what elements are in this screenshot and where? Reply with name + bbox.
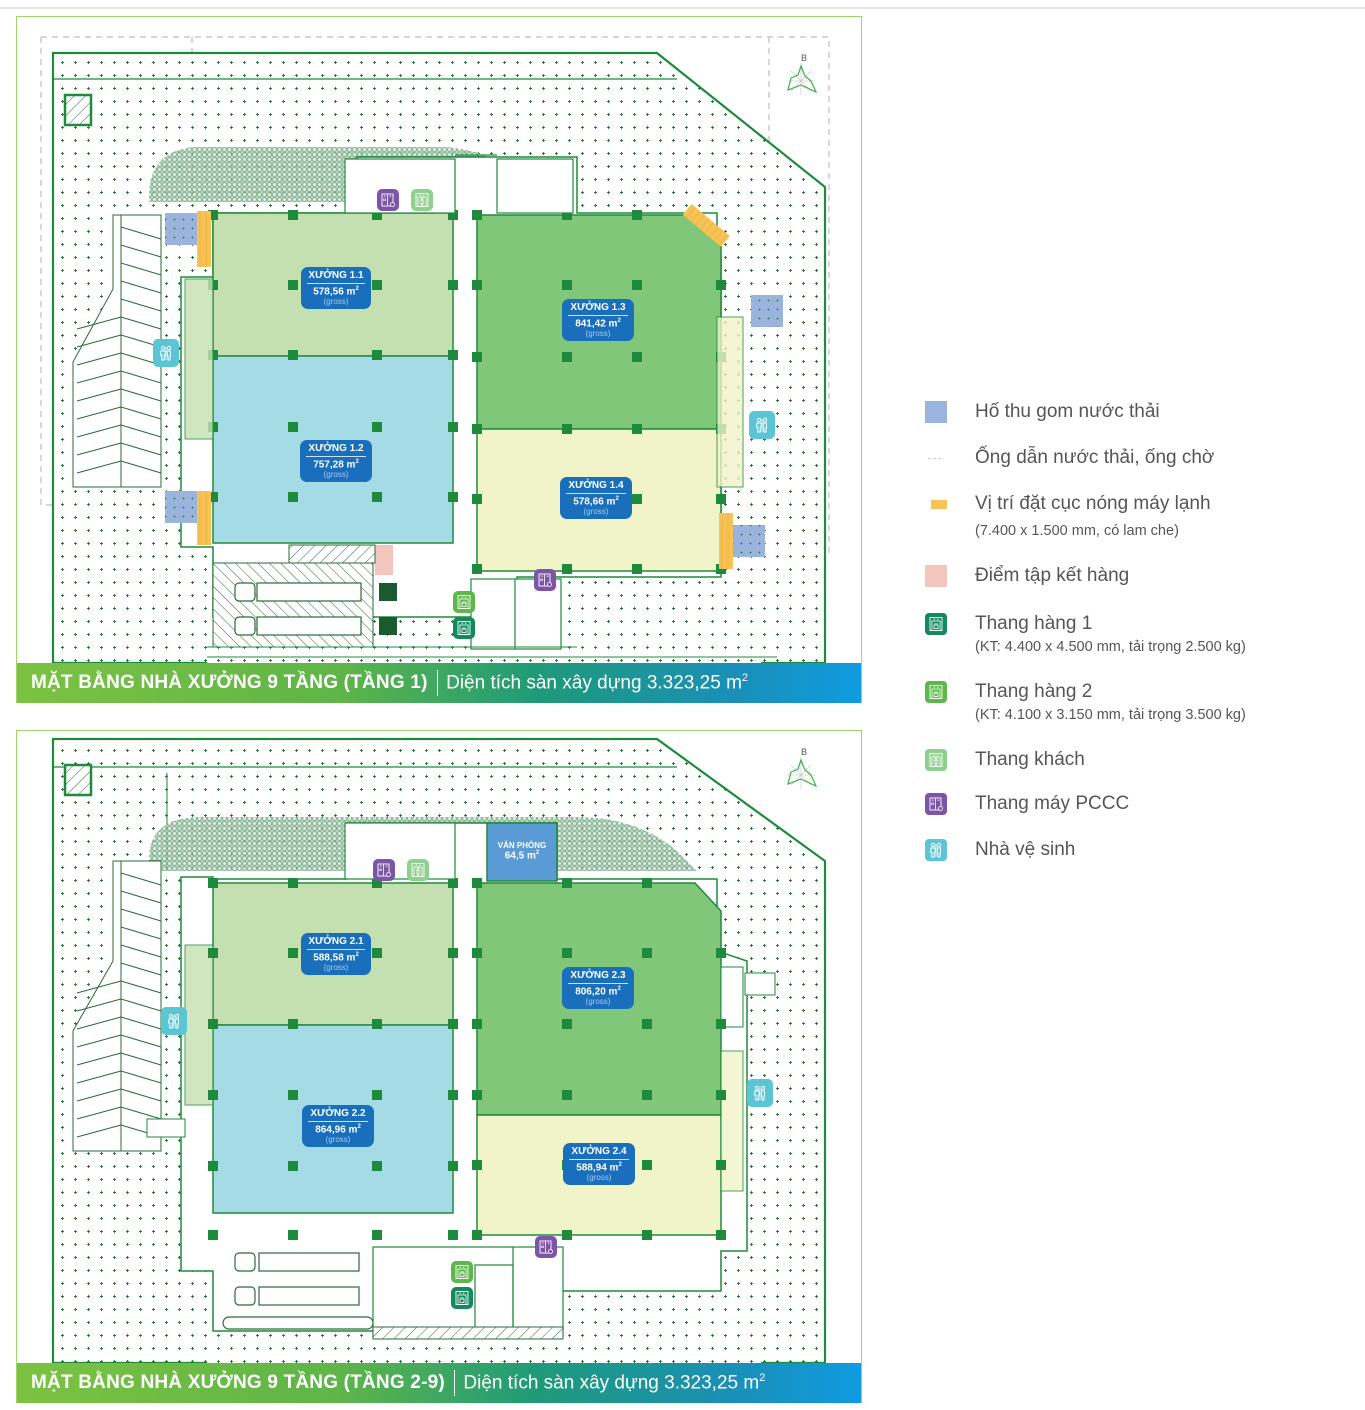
floor-plan-level-2-9: B VĂN PHÒNG 64,5 m2 XƯỞNG 2.1 588,58 m2 …	[16, 730, 862, 1403]
passenger-lift-icon	[925, 749, 947, 771]
zone-label-1-2: XƯỞNG 1.2 757,28 m2 (gross)	[300, 440, 372, 483]
parking-area-left	[72, 214, 162, 488]
ac-unit-swatch	[925, 493, 947, 515]
legend-item-ac-unit: Vị trí đặt cục nóng máy lạnh (7.400 x 1.…	[925, 493, 1211, 541]
ac-unit-position	[719, 513, 733, 569]
fire-lift-icon	[925, 793, 947, 815]
drain-pipe-line	[41, 36, 830, 556]
zone-label-1-1: XƯỞNG 1.1 578,56 m2 (gross)	[301, 267, 371, 310]
ac-unit-position	[197, 491, 211, 545]
toilet-icon	[749, 411, 775, 439]
passenger-lift-icon	[411, 189, 433, 211]
site-drawing-level-1	[40, 36, 830, 663]
fire-lift-icon	[377, 189, 399, 211]
sump-pit	[165, 213, 197, 245]
sump-swatch	[925, 401, 947, 423]
office-label: VĂN PHÒNG 64,5 m2	[497, 841, 547, 862]
legend-item-cargo-lift-2: Thang hàng 2 (KT: 4.100 x 3.150 mm, tải …	[925, 681, 1246, 725]
sump-pit	[165, 491, 197, 523]
floor-plan-level-1: B XƯỞNG 1.1 578,56 m2 (gross) XƯỞNG 1.2 …	[16, 16, 862, 703]
toilet-icon	[161, 1007, 187, 1035]
legend-item-passenger-lift: Thang khách	[925, 749, 1085, 771]
site-drawing-level-2-9	[51, 737, 827, 1363]
cargo-lift-2-icon	[453, 591, 475, 613]
banner-separator	[436, 670, 439, 696]
cargo-lift-1-icon	[451, 1287, 473, 1309]
parking-area-left	[72, 860, 162, 1152]
legend-item-gathering-point: Điểm tập kết hàng	[925, 565, 1129, 587]
banner-separator	[453, 1370, 456, 1396]
fire-lift-icon	[534, 569, 556, 591]
cargo-lift-1-icon	[453, 617, 475, 639]
zone-label-2-3: XƯỞNG 2.3 806,20 m2 (gross)	[562, 967, 634, 1010]
plan-title-banner: MẶT BẰNG NHÀ XƯỞNG 9 TẦNG (TẦNG 1) Diện …	[17, 663, 861, 703]
zone-label-1-3: XƯỞNG 1.3 841,42 m2 (gross)	[562, 299, 634, 342]
top-divider	[0, 7, 1365, 9]
legend-item-fire-lift: Thang máy PCCC	[925, 793, 1129, 815]
fire-lift-icon	[535, 1236, 557, 1258]
sump-pit	[751, 295, 783, 327]
zone-label-2-2: XƯỞNG 2.2 864,96 m2 (gross)	[302, 1105, 374, 1148]
ac-unit-position	[682, 203, 730, 247]
north-compass: B	[781, 53, 821, 103]
fire-lift-icon	[373, 859, 395, 881]
zone-label-1-4: XƯỞNG 1.4 578,66 m2 (gross)	[560, 477, 632, 520]
cargo-lift-2-icon	[451, 1261, 473, 1283]
legend-item-drain-pipe: Ống dẫn nước thải, ống chờ	[925, 447, 1214, 469]
north-compass: B	[781, 747, 821, 797]
toilet-icon	[153, 339, 179, 367]
toilet-icon	[925, 839, 947, 861]
office-room	[486, 822, 558, 882]
cargo-lift-2-icon	[925, 681, 947, 703]
legend-item-cargo-lift-1: Thang hàng 1 (KT: 4.400 x 4.500 mm, tải …	[925, 613, 1246, 657]
hatched-structure	[63, 763, 93, 797]
toilet-icon	[747, 1079, 773, 1107]
plan-title-banner: MẶT BẰNG NHÀ XƯỞNG 9 TẦNG (TẦNG 2-9) Diệ…	[17, 1363, 861, 1403]
hatched-structure	[63, 93, 93, 127]
legend-item-toilet: Nhà vệ sinh	[925, 839, 1075, 861]
gathering-swatch	[925, 565, 947, 587]
ac-unit-position	[197, 211, 211, 267]
zone-label-2-1: XƯỞNG 2.1 588,58 m2 (gross)	[301, 933, 371, 976]
compass-star-icon	[787, 63, 818, 95]
legend-item-sump: Hố thu gom nước thải	[925, 401, 1160, 423]
truck-parking	[222, 1252, 374, 1330]
compass-star-icon	[787, 757, 818, 789]
zone-label-2-4: XƯỞNG 2.4 588,94 m2 (gross)	[563, 1143, 635, 1186]
goods-gathering-point	[375, 545, 393, 575]
sump-pit	[733, 525, 765, 557]
dashed-line-swatch	[925, 447, 947, 469]
cargo-lift-1-icon	[925, 613, 947, 635]
passenger-lift-icon	[407, 859, 429, 881]
